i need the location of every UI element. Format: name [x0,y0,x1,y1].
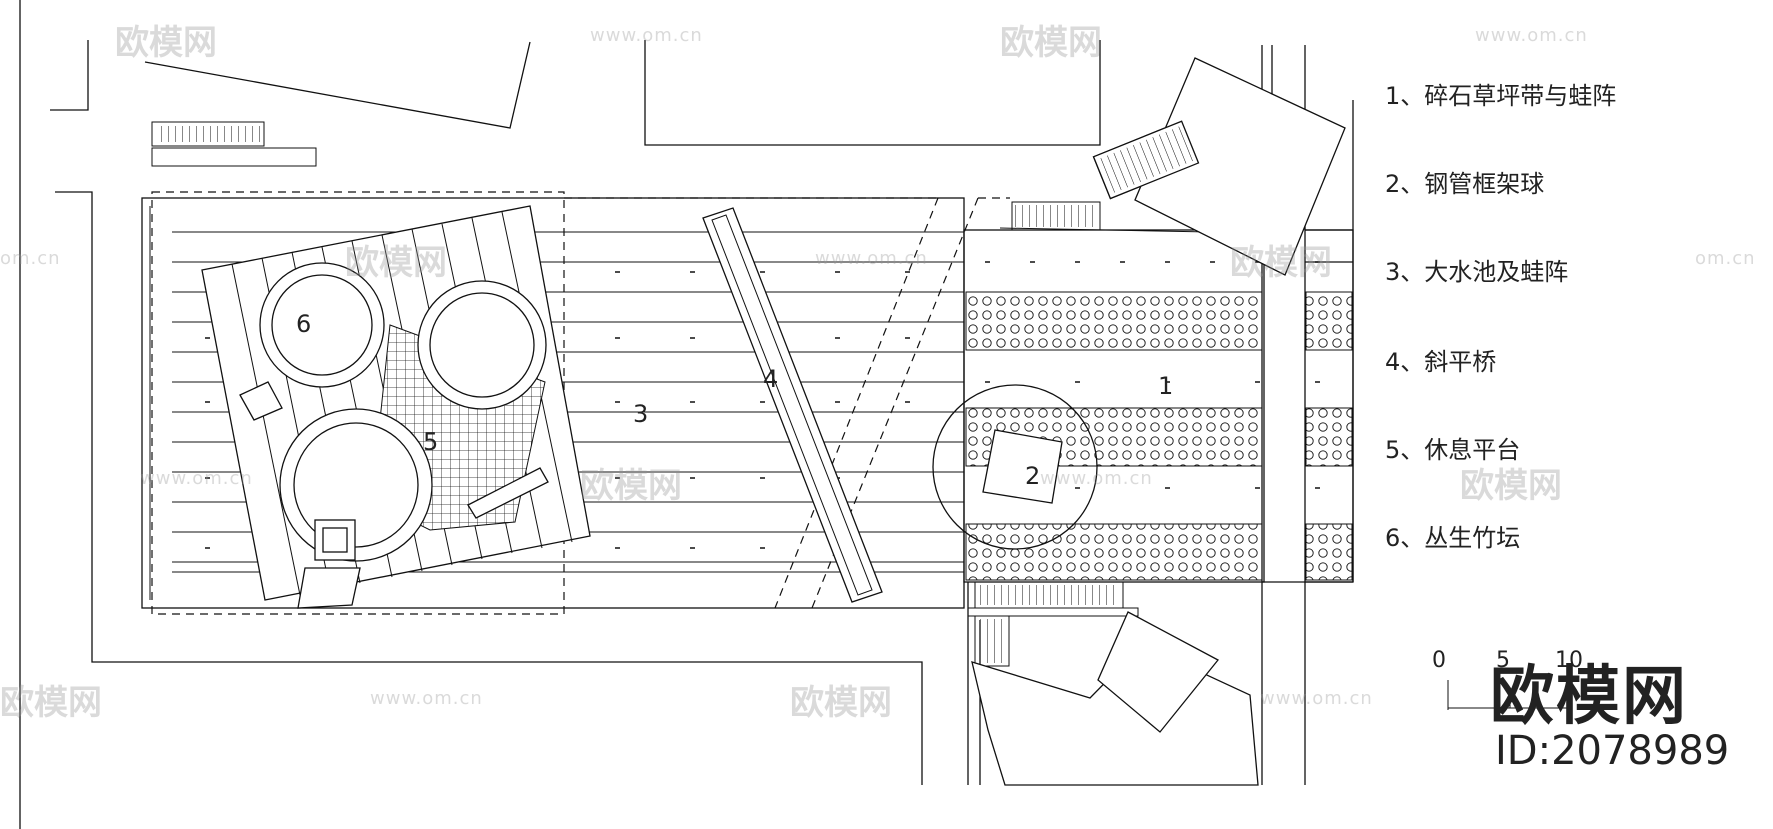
watermark-brand: 欧模网 [1000,23,1102,63]
watermark-brand: 欧模网 [790,683,892,723]
watermark-brand: 欧模网 [0,683,102,723]
plan-number-2: 2 [1025,462,1041,490]
stair-bottom [967,581,1139,667]
plan-number-4: 4 [763,365,779,393]
watermark-brand: 欧模网 [1460,466,1562,506]
stair-top-left [151,121,317,167]
scale-tick-5: 5 [1496,648,1510,673]
plan-number-1: 1 [1158,372,1174,400]
legend-item-4: 4、斜平桥 [1385,348,1497,376]
plan-number-3: 3 [633,400,649,428]
gravel-lawn-area [963,229,1354,583]
steel-frame-sphere [932,384,1098,550]
stair-angled-top-front [1092,120,1200,200]
legend-item-3: 3、大水池及蛙阵 [1385,258,1569,286]
legend-item-1: 1、碎石草坪带与蛙阵 [1385,82,1617,110]
legend-item-5: 5、休息平台 [1385,436,1521,464]
watermark-url: om.cn [0,248,61,269]
boundary-top-wedge [144,41,531,129]
watermark-brand: 欧模网 [115,23,217,63]
watermark-url: www.om.cn [590,25,703,46]
watermark-url: www.om.cn [815,248,928,269]
watermark-url: om.cn [1695,248,1756,269]
watermark-url: www.om.cn [1260,688,1373,709]
brand-logo-text: 欧模网 [1490,660,1688,734]
watermark-brand: 欧模网 [580,466,682,506]
watermark-brand: 欧模网 [1230,243,1332,283]
rest-platform-deck [201,205,591,609]
watermark-url: www.om.cn [1475,25,1588,46]
legend-item-2: 2、钢管框架球 [1385,170,1545,198]
scale-tick-10: 10 [1555,648,1583,673]
watermark-url: www.om.cn [370,688,483,709]
drawing-id: ID:2078989 [1495,728,1730,774]
scale-bar-lines [1447,680,1570,710]
boundary-top-left [50,40,89,111]
watermark-url: www.om.cn [140,468,253,489]
plan-number-5: 5 [423,428,439,456]
boundary-top-center [644,40,1101,146]
boundary-left-bottom [55,191,923,785]
legend-item-6: 6、丛生竹坛 [1385,524,1521,552]
plan-number-6: 6 [296,310,312,338]
watermark-brand: 欧模网 [345,243,447,283]
diagonal-bridge [702,207,883,603]
rotated-pavilion-bottom [1097,611,1219,733]
stair-top-right [999,201,1211,233]
scale-tick-0: 0 [1432,648,1446,673]
watermark-url: www.om.cn [1040,468,1153,489]
